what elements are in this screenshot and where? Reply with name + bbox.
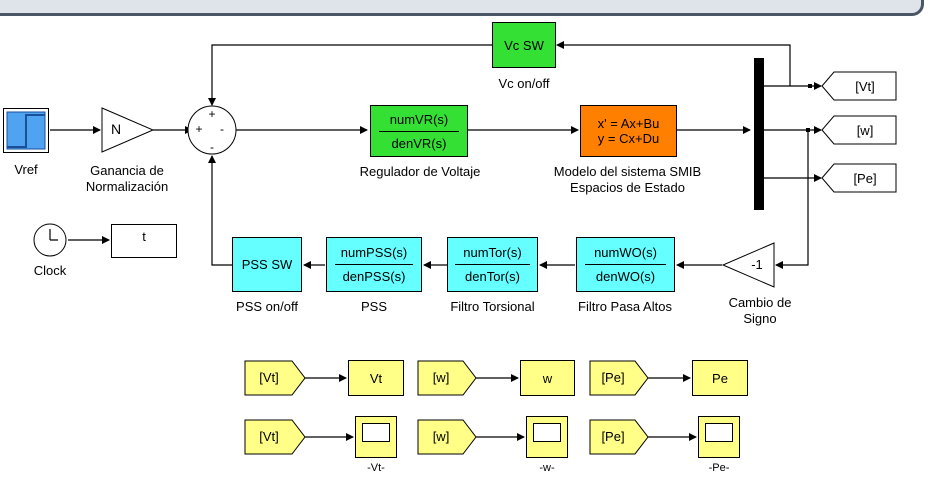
from-pe-2[interactable]: [Pe] [601,429,625,444]
scope-vt-screen-icon [362,423,390,442]
from-vt-1[interactable]: [Vt] [259,370,279,385]
sign-triangle [721,242,775,288]
vc-switch-block[interactable]: Vc SW [492,22,556,68]
pss-switch-caption: PSS on/off [236,299,298,314]
state-space-caption-line2: Espacios de Estado [570,180,685,195]
from-vt-1-shape [244,360,306,396]
pss-denominator: denPSS(s) [342,269,406,284]
scope-w-block[interactable] [526,416,568,458]
scope-pe-block[interactable] [698,416,740,458]
state-space-block[interactable]: x' = Ax+Bu y = Cx+Du [580,105,677,157]
regulator-denominator: denVR(s) [391,135,447,151]
sum-circle [187,105,237,155]
goto-vt[interactable]: [Vt] [855,79,875,94]
from-pe-1-shape [589,360,649,396]
torsional-filter-block[interactable]: numTor(s) denTor(s) [447,237,538,292]
regulator-caption: Regulador de Voltaje [359,164,481,179]
pss-numerator: numPSS(s) [340,245,408,260]
from-w-1-shape [417,360,477,396]
sum-sign-bottom: - [210,140,214,154]
scope-vt-label: -Vt- [367,462,385,474]
from-vt-2-shape [244,419,306,455]
gain-symbol[interactable]: N [110,121,122,137]
washout-caption: Filtro Pasa Altos [578,299,672,314]
from-vt-2[interactable]: [Vt] [259,429,279,444]
clock-caption: Clock [33,263,67,278]
sum-sign-left: + [195,122,203,136]
regulator-numerator: numVR(s) [389,111,449,127]
state-space-caption-line1: Modelo del sistema SMIB [553,164,702,179]
washout-numerator: numWO(s) [594,245,657,260]
from-w-2-shape [417,419,477,455]
to-workspace-pe-text: Pe [712,370,728,386]
from-w-1[interactable]: [w] [432,370,450,385]
to-workspace-vt-block[interactable]: Vt [348,360,404,396]
to-workspace-t-text: t [142,229,146,244]
to-workspace-w-text: w [542,370,553,386]
pss-switch-block[interactable]: PSS SW [232,237,302,292]
pss-caption: PSS [360,299,387,314]
scope-w-label: -w- [539,462,555,474]
pss-switch-text: PSS SW [241,257,293,272]
torsional-fraction-bar [455,264,530,265]
to-workspace-pe-block[interactable]: Pe [692,360,748,396]
sign-symbol[interactable]: -1 [751,257,763,272]
gain-triangle [101,107,155,153]
regulator-fraction-bar [378,130,460,132]
gain-caption-line2: Normalización [85,179,169,194]
torsional-denominator: denTor(s) [465,269,520,284]
voltage-regulator-block[interactable]: numVR(s) denVR(s) [370,105,468,157]
from-w-2[interactable]: [w] [432,429,450,444]
from-pe-1[interactable]: [Pe] [601,370,625,385]
washout-filter-block[interactable]: numWO(s) denWO(s) [576,237,675,292]
sign-caption-line2: Signo [743,311,777,326]
washout-denominator: denWO(s) [595,269,656,284]
state-space-line1: x' = Ax+Bu [597,116,660,131]
pss-fraction-bar [334,264,414,265]
mux-bar [754,58,764,210]
vc-switch-text: Vc SW [504,37,544,53]
goto-w-shape [821,115,897,145]
vref-label: Vref [14,162,38,177]
scope-pe-label: -Pe- [708,462,730,474]
vref-step-block[interactable] [3,108,49,153]
to-workspace-t-block[interactable]: t [111,224,177,258]
junction-dot-w [806,128,810,132]
goto-pe-shape [821,163,897,193]
from-pe-2-shape [589,419,649,455]
goto-pe[interactable]: [Pe] [853,171,877,186]
sum-sign-right: - [220,122,224,136]
to-workspace-vt-text: Vt [369,370,383,386]
to-workspace-w-block[interactable]: w [520,360,575,396]
junction-dot-vt [808,84,812,88]
step-icon [6,111,46,150]
title-banner [0,0,924,16]
state-space-line2: y = Cx+Du [597,131,660,146]
scope-vt-block[interactable] [355,416,397,458]
scope-pe-screen-icon [705,423,733,442]
goto-w[interactable]: [w] [856,123,874,138]
scope-w-screen-icon [533,423,561,442]
torsional-numerator: numTor(s) [463,245,522,260]
goto-vt-shape [821,71,897,101]
sign-caption-line1: Cambio de [728,295,792,310]
gain-caption-line1: Ganancia de [90,163,164,178]
washout-fraction-bar [584,264,667,265]
clock-hands [49,229,58,241]
vc-switch-caption: Vc on/off [498,76,550,91]
sum-sign-top: + [208,107,216,121]
pss-transfer-block[interactable]: numPSS(s) denPSS(s) [326,237,422,292]
torsional-caption: Filtro Torsional [450,299,535,314]
